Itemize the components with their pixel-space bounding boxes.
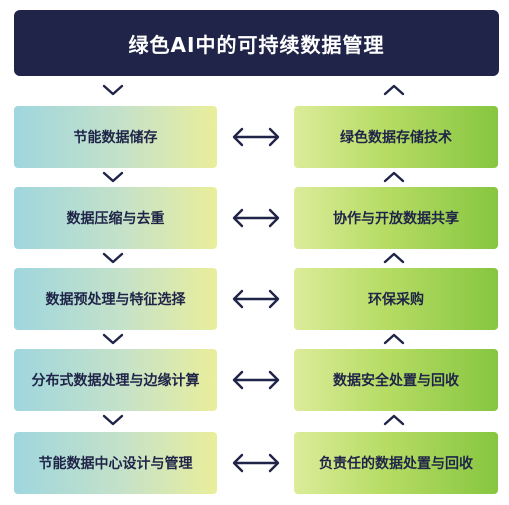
down-chevron-icon [102, 333, 124, 345]
down-chevron-icon [102, 252, 124, 264]
left-node-2: 数据压缩与去重 [14, 187, 217, 249]
up-chevron-icon [383, 333, 405, 345]
right-node-1: 绿色数据存储技术 [294, 106, 498, 168]
left-node-4: 分布式数据处理与边缘计算 [14, 349, 217, 411]
right-node-5: 负责任的数据处置与回收 [294, 432, 498, 494]
bidirectional-arrow-icon [230, 369, 282, 391]
right-node-4: 数据安全处置与回收 [294, 349, 498, 411]
bidirectional-arrow-icon [230, 288, 282, 310]
right-node-2: 协作与开放数据共享 [294, 187, 498, 249]
bidirectional-arrow-icon [230, 126, 282, 148]
up-chevron-icon [383, 171, 405, 183]
left-node-5: 节能数据中心设计与管理 [14, 432, 217, 494]
down-chevron-icon [102, 84, 124, 96]
bidirectional-arrow-icon [230, 207, 282, 229]
left-node-1: 节能数据储存 [14, 106, 217, 168]
left-node-3: 数据预处理与特征选择 [14, 268, 217, 330]
right-node-3: 环保采购 [294, 268, 498, 330]
down-chevron-icon [102, 171, 124, 183]
down-chevron-icon [102, 414, 124, 426]
up-chevron-icon [383, 414, 405, 426]
up-chevron-icon [383, 84, 405, 96]
up-chevron-icon [383, 252, 405, 264]
bidirectional-arrow-icon [230, 452, 282, 474]
diagram-title: 绿色AI中的可持续数据管理 [14, 10, 499, 76]
